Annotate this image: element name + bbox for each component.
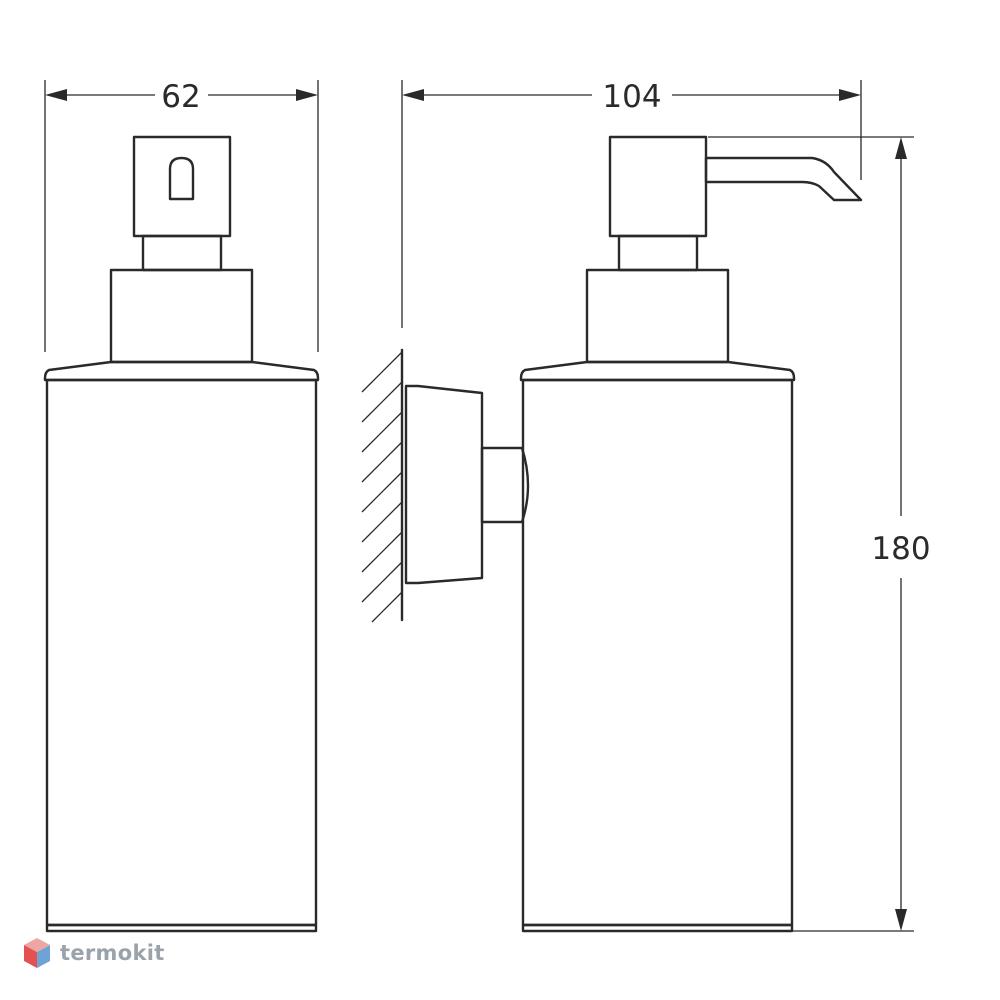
termokit-logo-icon xyxy=(24,938,50,968)
width-arrow-right xyxy=(296,89,318,101)
side-pump-neck xyxy=(617,234,699,272)
wall-bracket-arm xyxy=(480,446,530,524)
height-dimension-label: 180 xyxy=(871,531,930,567)
side-lid xyxy=(519,360,796,382)
brand-name: termokit xyxy=(60,941,165,965)
side-pump-collar xyxy=(585,268,730,364)
width-arrow-left xyxy=(45,89,67,101)
width-dimension-label: 62 xyxy=(161,79,200,115)
side-bottle-body xyxy=(521,378,794,927)
front-pump-head xyxy=(132,135,232,238)
front-lid xyxy=(43,360,320,382)
front-nozzle-opening xyxy=(168,156,195,201)
side-base xyxy=(521,923,794,933)
wall-bracket-plate xyxy=(404,384,484,585)
front-pump-neck xyxy=(141,234,223,272)
front-base xyxy=(45,923,318,933)
pump-spout xyxy=(704,156,863,202)
height-arrow-top xyxy=(895,137,907,159)
depth-arrow-right xyxy=(839,89,861,101)
height-arrow-bottom xyxy=(895,909,907,931)
wall-hatch-icon xyxy=(361,351,403,623)
front-pump-collar xyxy=(109,268,254,364)
depth-dimension-label: 104 xyxy=(602,79,661,115)
side-pump-head xyxy=(608,135,708,238)
front-view: 62 xyxy=(43,79,320,933)
side-view: 104 180 xyxy=(361,79,931,933)
brand-watermark: termokit xyxy=(22,936,165,970)
front-bottle-body xyxy=(45,378,318,927)
depth-arrow-left xyxy=(402,89,424,101)
